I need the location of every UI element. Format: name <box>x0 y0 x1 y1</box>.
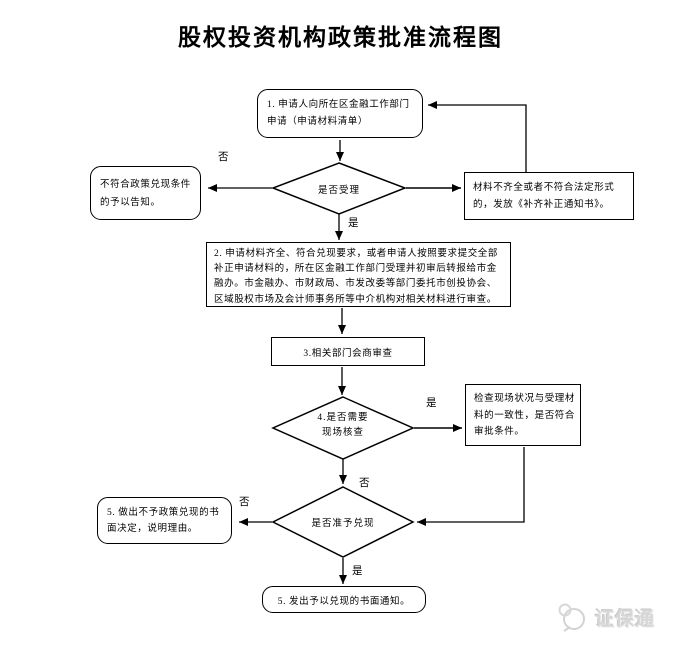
diamond-grant-decision <box>271 486 415 558</box>
label-grant-decision: 是否准予兑现 <box>311 519 375 529</box>
watermark-text: 证保通 <box>595 608 656 630</box>
node-review: 2. 申请材料齐全、符合兑现要求，或者申请人按照要求提交全部补正申请材料的，所在… <box>206 242 511 307</box>
edge-label-need-check-yes: 是 <box>426 398 437 409</box>
label-need-site-check: 4.是否需要 现场核查 <box>317 413 369 438</box>
edge-sitecheck-to-grant <box>417 447 525 526</box>
edge-label-accept-no: 否 <box>218 152 229 163</box>
edge-label-grant-yes: 是 <box>352 566 363 577</box>
edge-label-accept-yes: 是 <box>348 218 359 229</box>
node-notify-not-eligible: 不符合政策兑现条件的予以告知。 <box>90 166 201 220</box>
watermark: 证保通 <box>556 601 655 633</box>
node-joint-review: 3.相关部门会商审查 <box>271 337 425 366</box>
node-written-refusal: 5. 做出不予政策兑现的书面决定，说明理由。 <box>97 497 232 544</box>
page-title: 股权投资机构政策批准流程图 <box>178 25 503 50</box>
diamond-need-site-check <box>271 396 415 460</box>
node-supplement-notice: 材料不齐全或者不符合法定形式的，发放《补齐补正通知书》。 <box>464 172 634 220</box>
node-written-notice: 5. 发出予以兑现的书面通知。 <box>262 586 426 613</box>
zhengbaotong-logo-icon <box>558 603 585 632</box>
node-apply: 1. 申请人向所在区金融工作部门申请（申请材料清单） <box>257 89 423 138</box>
diamond-accept-decision <box>270 162 408 215</box>
node-site-check: 检查现场状况与受理材料的一致性，是否符合审批条件。 <box>465 384 581 446</box>
edge-label-need-check-no: 否 <box>359 478 370 489</box>
edge-label-grant-no: 否 <box>239 497 250 508</box>
label-accept-decision: 是否受理 <box>317 186 360 196</box>
edge-supplement-to-apply <box>428 101 527 172</box>
